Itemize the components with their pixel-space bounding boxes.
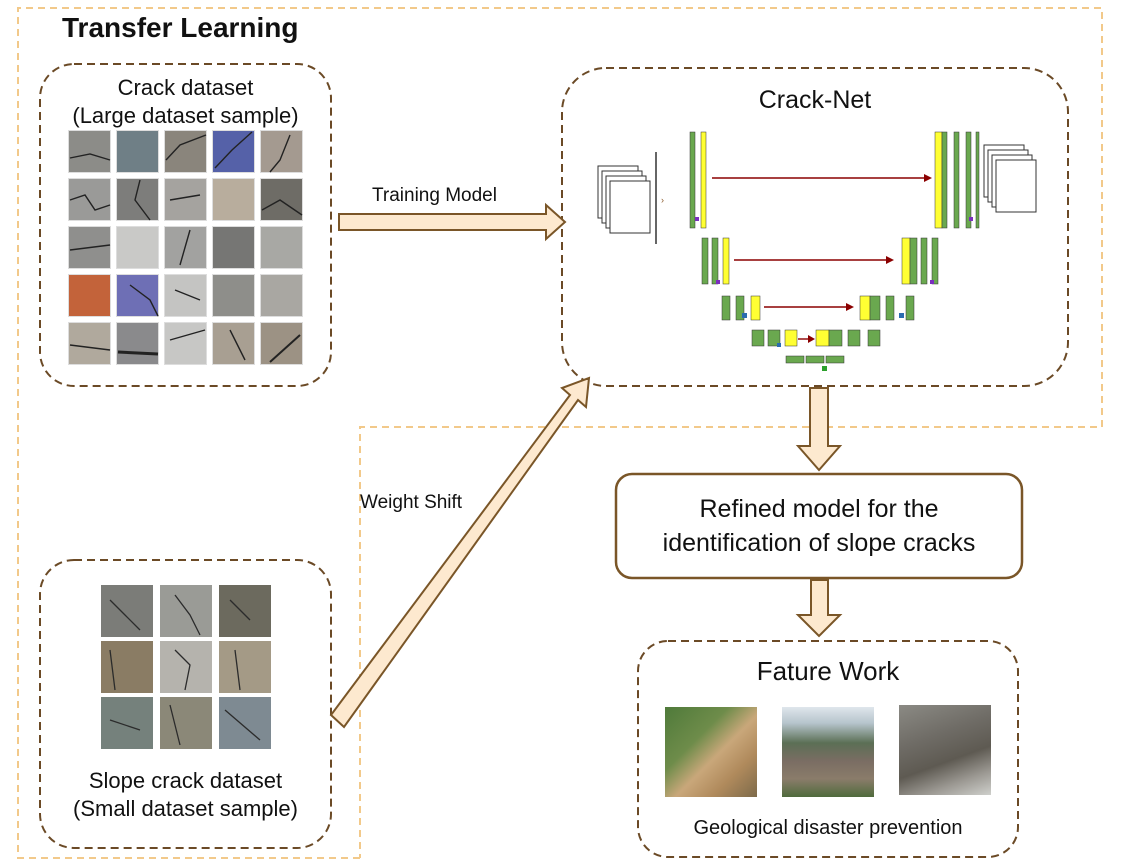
crack-tile <box>116 274 159 317</box>
crack-tile <box>260 226 303 269</box>
crack-tile <box>212 226 255 269</box>
mudslide-photo <box>782 707 874 797</box>
crack-tile <box>260 178 303 221</box>
crack-tile <box>116 130 159 173</box>
refined-line2: identification of slope cracks <box>662 529 976 557</box>
future-work-title: Fature Work <box>756 656 900 686</box>
svg-text:›: › <box>661 195 664 205</box>
crack-tile <box>68 322 111 365</box>
crack-dataset-line2: (Large dataset sample) <box>72 103 299 128</box>
slope-dataset-box <box>39 559 332 849</box>
rockfall-photo <box>899 705 991 795</box>
slope-tile <box>219 585 271 637</box>
crack-tile <box>68 178 111 221</box>
crack-tile <box>164 322 207 365</box>
crack-tile <box>260 130 303 173</box>
landslide-photo <box>665 707 757 797</box>
crack-tile <box>164 226 207 269</box>
slope-tile <box>101 697 153 749</box>
slope-tile <box>101 585 153 637</box>
unet-schematic: › <box>597 131 1037 371</box>
weight-shift-label: Weight Shift <box>360 492 463 513</box>
crack-tile <box>260 322 303 365</box>
crack-net-title: Crack-Net <box>758 86 872 114</box>
slope-dataset-label: Slope crack dataset (Small dataset sampl… <box>40 767 331 823</box>
crack-net-box <box>561 67 1069 387</box>
weight-shift-arrow <box>329 376 591 729</box>
crack-tile <box>212 322 255 365</box>
crack-tile <box>68 274 111 317</box>
slope-tile <box>219 697 271 749</box>
crack-tile <box>116 226 159 269</box>
down-arrow-2 <box>795 579 843 638</box>
refined-model-label: Refined model for the identification of … <box>616 492 1022 560</box>
crack-tile <box>68 130 111 173</box>
slope-dataset-line1: Slope crack dataset <box>88 768 283 793</box>
crack-tile <box>212 130 255 173</box>
crack-tile <box>212 178 255 221</box>
future-work-caption: Geological disaster prevention <box>693 817 963 839</box>
crack-dataset-box <box>39 63 332 387</box>
slope-tile <box>219 641 271 693</box>
crack-tile <box>116 322 159 365</box>
training-arrow <box>338 202 567 242</box>
crack-tile <box>164 274 207 317</box>
transfer-learning-frame <box>17 7 1103 859</box>
future-work-box <box>637 640 1019 858</box>
slope-tile <box>160 585 212 637</box>
diagram-title: Transfer Learning <box>62 12 299 43</box>
down-arrow-1 <box>795 387 843 472</box>
crack-tile <box>212 274 255 317</box>
crack-tile <box>116 178 159 221</box>
crack-tile <box>260 274 303 317</box>
crack-dataset-label: Crack dataset (Large dataset sample) <box>40 74 331 130</box>
refined-line1: Refined model for the <box>699 495 939 523</box>
slope-dataset-line2: (Small dataset sample) <box>73 796 298 821</box>
refined-model-box <box>614 472 1024 580</box>
slope-tile <box>101 641 153 693</box>
crack-dataset-line1: Crack dataset <box>117 75 254 100</box>
training-model-label: Training Model <box>372 185 497 206</box>
slope-tile <box>160 697 212 749</box>
